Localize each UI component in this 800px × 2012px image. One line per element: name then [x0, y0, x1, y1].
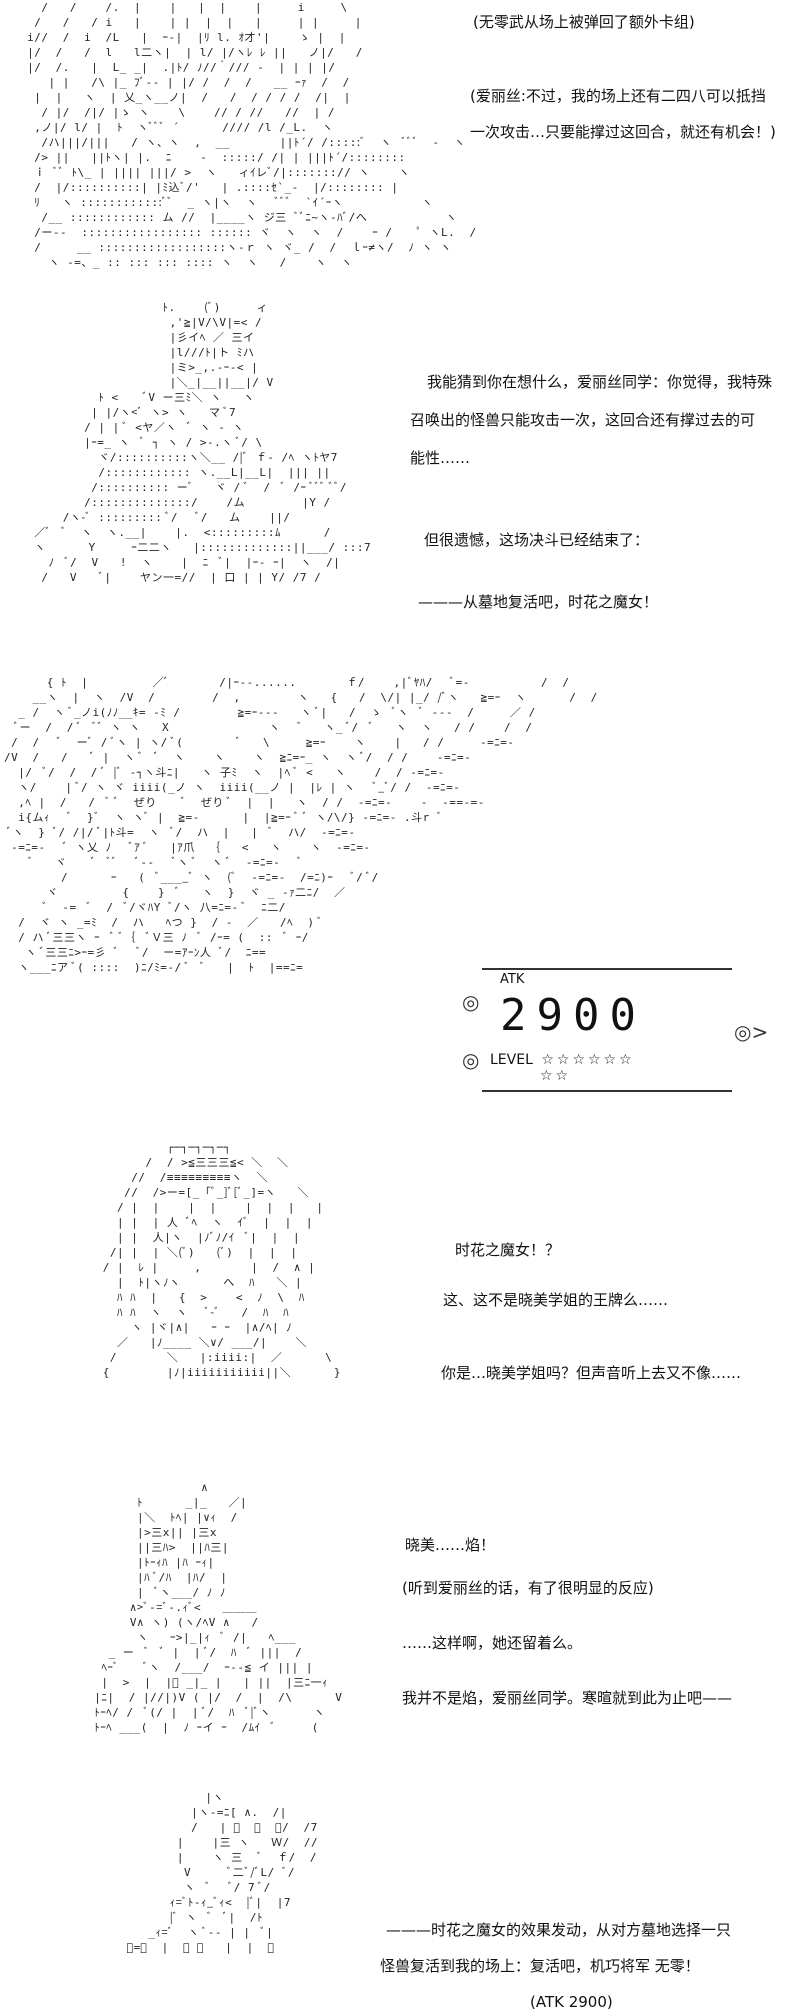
level-stars: ☆☆☆☆☆☆	[541, 1052, 635, 1068]
level-row: LEVEL ☆☆☆☆☆☆ ☆☆	[490, 1052, 635, 1084]
monster-stat-card: ◎ ◎ ◎> ATK 2900 LEVEL ☆☆☆☆☆☆ ☆☆	[462, 960, 768, 1100]
ascii-art-panel-5: ∧ ﾄ _|_ ／| |＼ ﾄﾍ| |∨ｨ / |>三x|| |三x ||三ﾊ>…	[94, 1481, 343, 1734]
ring-icon: ◎>	[734, 1020, 769, 1044]
dialogue-line: 这、这不是晓美学姐的王牌么……	[443, 1291, 669, 1309]
narration-line: (听到爱丽丝的话，有了很明显的反应)	[402, 1579, 654, 1597]
dialogue-line: 召唤出的怪兽只能攻击一次，这回合还有撑过去的可	[410, 411, 756, 429]
ascii-art-panel-1: / / /. | | | | | i \ / / / i | | | | | |…	[27, 1, 477, 269]
dialogue-line: (爱丽丝:不过，我的场上还有二四八可以抵挡	[470, 87, 766, 105]
stat-note: (ATK 2900)	[530, 1993, 613, 2011]
ring-icon: ◎	[462, 1048, 480, 1072]
dialogue-line: 你是…晓美学姐吗？但声音听上去又不像……	[441, 1364, 742, 1382]
atk-value: 2900	[500, 990, 646, 1041]
narration-line: (无零武从场上被弹回了额外卡组)	[473, 13, 695, 31]
dialogue-line: 晓美……焰！	[405, 1536, 496, 1554]
dialogue-line: ……这样啊，她还留着么。	[402, 1634, 583, 1652]
ring-icon: ◎	[462, 990, 480, 1014]
dialogue-line: 我并不是焰，爱丽丝同学。寒暄就到此为止吧——	[402, 1689, 733, 1707]
dialogue-line: 怪兽复活到我的场上：复活吧，机巧将军 无零！	[380, 1957, 700, 1975]
dialogue-line: 时花之魔女！？	[455, 1241, 561, 1259]
card-frame	[482, 968, 732, 1092]
dialogue-line: 但很遗憾，这场决斗已经结束了：	[424, 531, 650, 549]
level-label: LEVEL	[490, 1052, 533, 1068]
dialogue-line: 能性……	[410, 449, 471, 467]
ascii-art-panel-3: { ﾄ | ／ﾞ /|ｰ--...... ｆ/ ,|ﾞﾔﾊ/ ﾞ=- / / _…	[4, 676, 598, 974]
dialogue-line: 我能猜到你在想什么，爱丽丝同学：你觉得，我特殊	[427, 373, 773, 391]
dialogue-line: 一次攻击…只要能撑过这回合，就还有机会！)	[470, 123, 776, 141]
ascii-art-panel-2: ﾄ. (ﾞ) ィ ,'≧|V/\V|=< / |彡イﾍ ／ 三イ |l///ﾄ|…	[34, 301, 372, 584]
ascii-art-panel-4: ┌─┐─┐─┐─┐ / / >≦三三三≦< ＼ ＼ // /≡≡≡≡≡≡≡≡≡ヽ…	[102, 1141, 342, 1379]
dialogue-line: ———从墓地复活吧，时花之魔女！	[418, 593, 659, 611]
level-stars: ☆☆	[540, 1068, 572, 1084]
dialogue-line: ———时花之魔女的效果发动，从对方墓地选择一只	[386, 1921, 732, 1939]
ascii-art-panel-6: |ヽ |ヽ-=ﾆ[ ∧. /| / | ﾞ ﾞ ﾞ/ /7 | |三 ヽ Ｗ/ …	[119, 1791, 319, 1954]
atk-label: ATK	[500, 972, 525, 987]
